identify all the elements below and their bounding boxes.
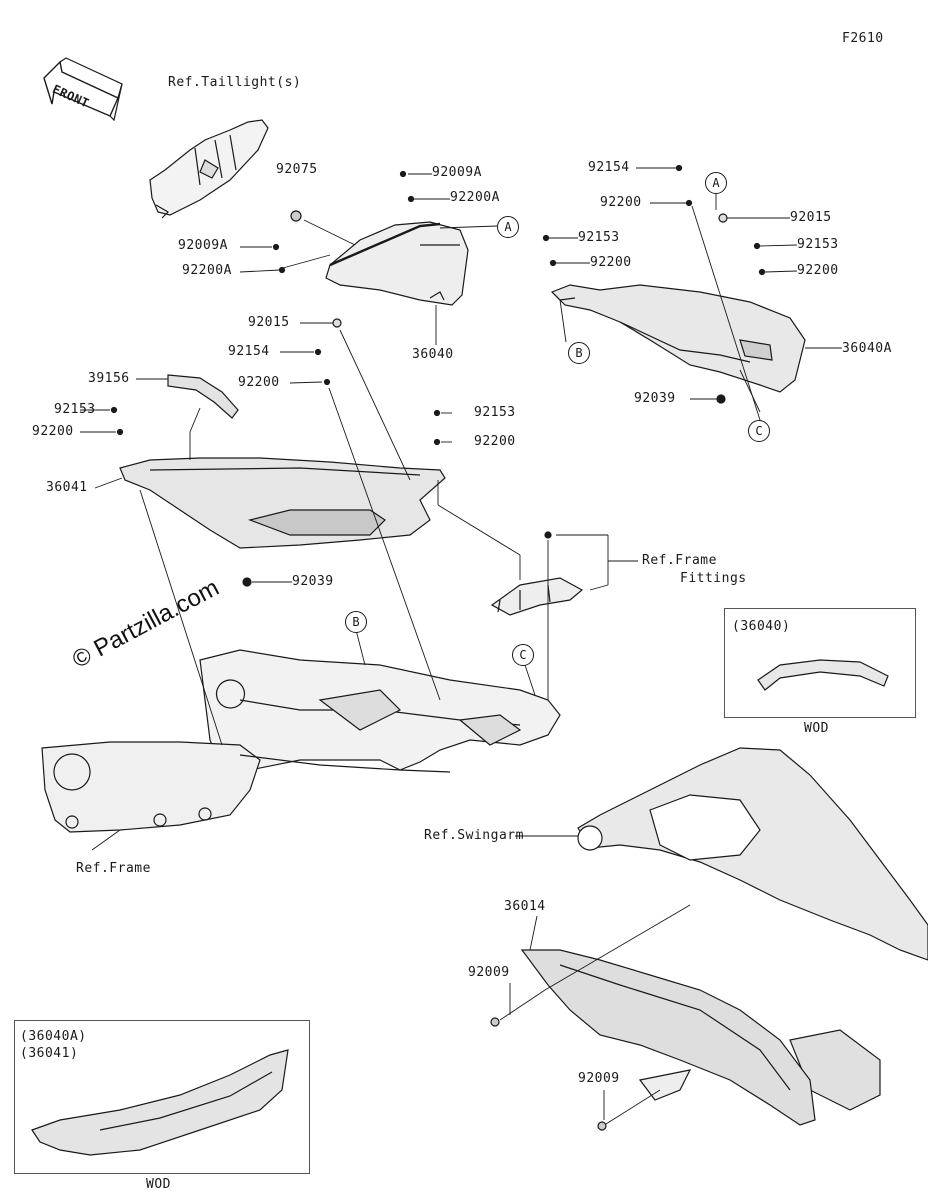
ref-swingarm-label: Ref.Swingarm xyxy=(424,828,524,843)
part-92153-label-right-left: 92153 xyxy=(578,230,620,245)
callout-b-right: B xyxy=(568,342,590,364)
part-92200-label-right-top: 92200 xyxy=(600,195,642,210)
part-92075-label: 92075 xyxy=(276,162,318,177)
inset-36040a-title-1: (36040A) xyxy=(20,1029,87,1044)
inset-36040-title: (36040) xyxy=(732,619,791,634)
ref-frame-fittings-label-2: Fittings xyxy=(680,571,747,586)
part-92009-label-lower: 92009 xyxy=(578,1071,620,1086)
sub-frame-shape xyxy=(199,649,561,771)
part-36014-label: 36014 xyxy=(504,899,546,914)
side-cover-36040a-shape xyxy=(550,284,806,393)
inset-36040-art xyxy=(757,659,889,691)
callout-b-frame: B xyxy=(345,611,367,633)
part-92015-label-left: 92015 xyxy=(248,315,290,330)
part-92039-label-right: 92039 xyxy=(634,391,676,406)
part-92153-label-left: 92153 xyxy=(54,402,96,417)
part-92153-label-center: 92153 xyxy=(474,405,516,420)
part-92154-label-right: 92154 xyxy=(588,160,630,175)
part-36041-label: 36041 xyxy=(46,480,88,495)
part-36040a-label: 36040A xyxy=(842,341,892,356)
part-92039-label-left: 92039 xyxy=(292,574,334,589)
swingarm-shape xyxy=(577,747,928,1111)
part-92015-label-right: 92015 xyxy=(790,210,832,225)
callout-c-right: C xyxy=(748,420,770,442)
inset-36040-caption: WOD xyxy=(804,721,829,736)
part-92200a-label-top: 92200A xyxy=(450,190,500,205)
ref-taillight-label: Ref.Taillight(s) xyxy=(168,75,302,90)
part-92200-label-right-left: 92200 xyxy=(590,255,632,270)
inset-36040a-art xyxy=(31,1049,289,1156)
chain-guard-36014-shape xyxy=(520,949,816,1126)
main-frame-shape xyxy=(41,741,451,833)
part-92009a-label-top: 92009A xyxy=(432,165,482,180)
part-92153-label-right: 92153 xyxy=(797,237,839,252)
frame-fittings-bracket-shape xyxy=(490,577,584,616)
trim-39156-shape xyxy=(167,374,239,419)
part-92200a-label-left: 92200A xyxy=(182,263,232,278)
callout-c-frame: C xyxy=(512,644,534,666)
ref-frame-fittings-label-1: Ref.Frame xyxy=(642,553,717,568)
side-cover-36041-shape xyxy=(119,457,446,549)
callout-a-right: A xyxy=(705,172,727,194)
leader-lines xyxy=(80,167,842,1125)
hardware-bolts xyxy=(110,164,766,1131)
tail-cowl-36040-shape xyxy=(325,221,469,306)
part-92009-label-upper: 92009 xyxy=(468,965,510,980)
taillight-shape xyxy=(149,119,269,219)
part-92154-label-left: 92154 xyxy=(228,344,270,359)
figure-code: F2610 xyxy=(842,31,884,46)
part-92200-label-mid: 92200 xyxy=(238,375,280,390)
inset-36040a-box xyxy=(14,1020,310,1174)
part-39156-label: 39156 xyxy=(88,371,130,386)
part-92200-label-left: 92200 xyxy=(32,424,74,439)
inset-36040-box xyxy=(724,608,916,718)
callout-a-upper: A xyxy=(497,216,519,238)
part-36040-label: 36040 xyxy=(412,347,454,362)
inset-36040a-caption: WOD xyxy=(146,1177,171,1192)
part-92200-label-right: 92200 xyxy=(797,263,839,278)
part-92200-label-center: 92200 xyxy=(474,434,516,449)
part-92009a-label-left: 92009A xyxy=(178,238,228,253)
ref-frame-label: Ref.Frame xyxy=(76,861,151,876)
front-arrow-icon xyxy=(43,57,123,122)
inset-36040a-title-2: (36041) xyxy=(20,1046,79,1061)
